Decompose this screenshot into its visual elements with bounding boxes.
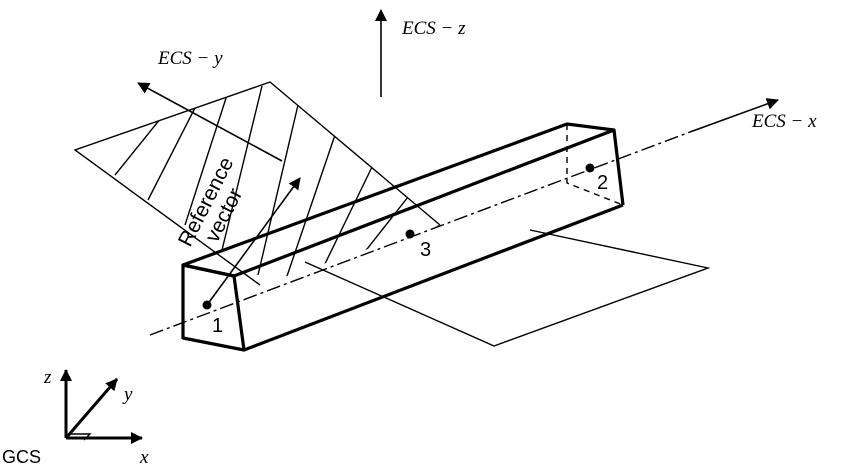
plane-outline-lower (304, 229, 711, 347)
ecs-y-arrow (137, 82, 283, 162)
ecs-x-axis: ECS − x (149, 98, 817, 336)
node-1-marker (202, 300, 212, 310)
node-2-label: 2 (597, 172, 608, 194)
ecs-z-label: ECS − z (401, 18, 466, 39)
ecs-y-axis: ECS − y (137, 48, 283, 162)
gcs-y-label: y (122, 384, 133, 405)
gcs-origin-mark (70, 433, 92, 441)
ecs-x-arrow (689, 98, 779, 133)
beam-hidden-edges (566, 124, 624, 206)
gcs-triad: z y x GCS (2, 367, 149, 467)
node-3-marker (405, 229, 415, 239)
gcs-label: GCS (2, 447, 41, 467)
gcs-y-arrow (64, 378, 119, 439)
node-1-label: 1 (212, 315, 223, 337)
reference-vector-arrow (206, 177, 301, 306)
node-2: 2 (585, 163, 608, 194)
node-3: 3 (405, 229, 431, 261)
node-3-label: 3 (420, 239, 431, 261)
node-1: 1 (202, 300, 223, 337)
beam-center-axis (149, 131, 691, 336)
beam-end-face-back (612, 129, 625, 206)
ecs-z-axis: ECS − z (375, 9, 466, 97)
ecs-y-label: ECS − y (157, 48, 223, 69)
nodes: 1 2 3 (202, 163, 608, 337)
gcs-z-label: z (43, 367, 52, 388)
ecs-x-label: ECS − x (751, 111, 817, 132)
node-2-marker (585, 163, 595, 173)
beam-element (181, 122, 625, 352)
beam-end-face-front (181, 263, 246, 352)
plane-outline-upper (73, 81, 441, 286)
gcs-x-label: x (139, 447, 149, 467)
beam-bottom-edge (243, 203, 624, 352)
